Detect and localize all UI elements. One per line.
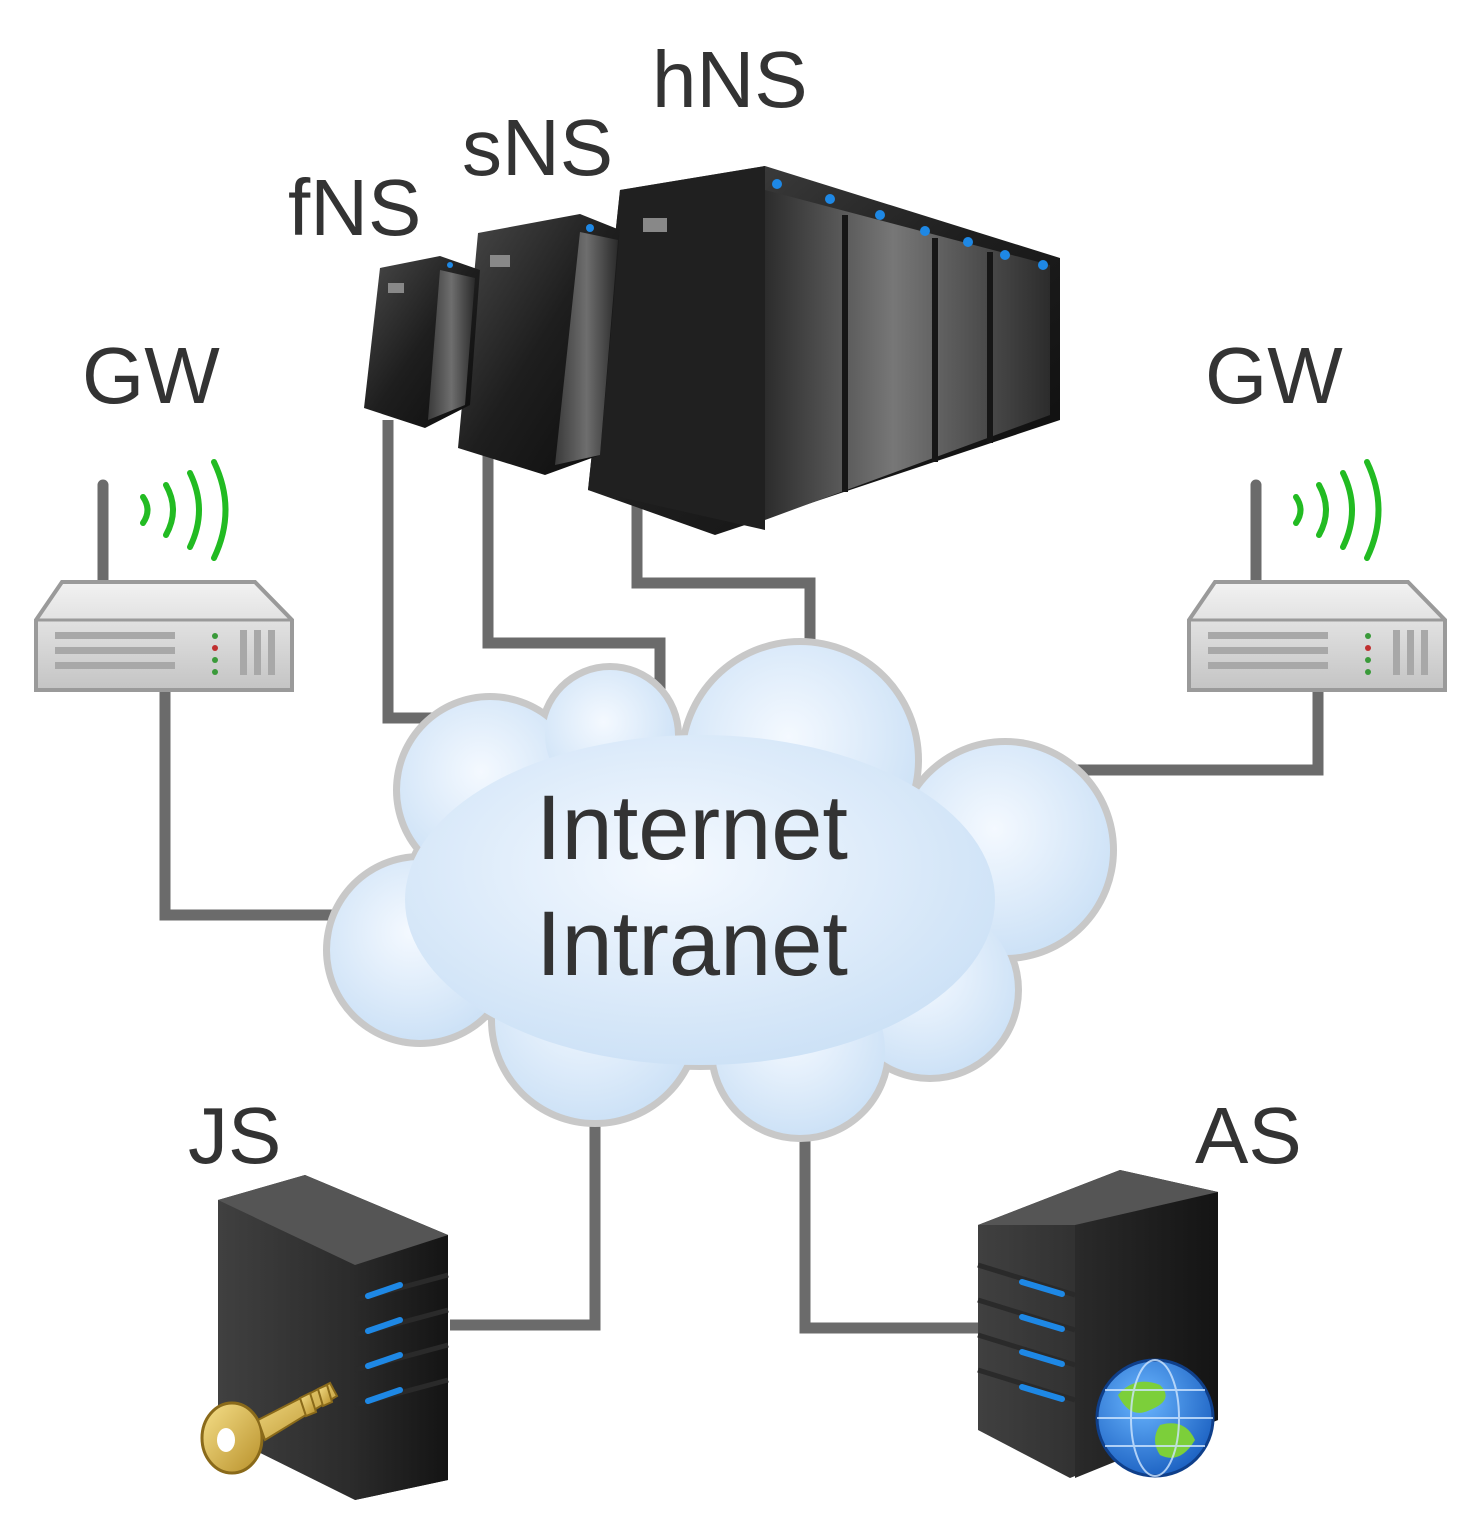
- cloud-label-intranet: Intranet: [536, 893, 848, 995]
- hns-label: hNS: [652, 35, 808, 124]
- fns-label: fNS: [288, 163, 422, 252]
- sns-connector: [482, 455, 666, 705]
- signal-waves-icon: [1293, 459, 1382, 561]
- cloud-label-internet: Internet: [536, 777, 848, 879]
- sns-label: sNS: [462, 103, 614, 192]
- gw-right-label: GW: [1205, 331, 1343, 420]
- gw-left-connector: [159, 690, 335, 921]
- as-label: AS: [1195, 1091, 1302, 1180]
- js-label: JS: [188, 1091, 282, 1180]
- gw-left-label: GW: [82, 331, 220, 420]
- gw-right-connector: [1068, 690, 1324, 776]
- gw-left-router-icon: [34, 459, 294, 692]
- cloud: [323, 638, 1117, 1142]
- hns-rack-server-icon: [588, 166, 1060, 535]
- sns-rack-server-icon: [458, 214, 620, 475]
- globe-icon: [1095, 1358, 1215, 1478]
- fns-connector: [382, 420, 466, 724]
- hns-connector: [631, 505, 816, 655]
- connectors: [159, 420, 1324, 1334]
- key-icon: [200, 1381, 339, 1475]
- gw-right-router-icon: [1187, 459, 1447, 692]
- js-connector: [450, 1100, 601, 1331]
- as-connector: [799, 1135, 985, 1334]
- signal-waves-icon: [140, 459, 229, 561]
- fns-rack-server-icon: [364, 256, 480, 428]
